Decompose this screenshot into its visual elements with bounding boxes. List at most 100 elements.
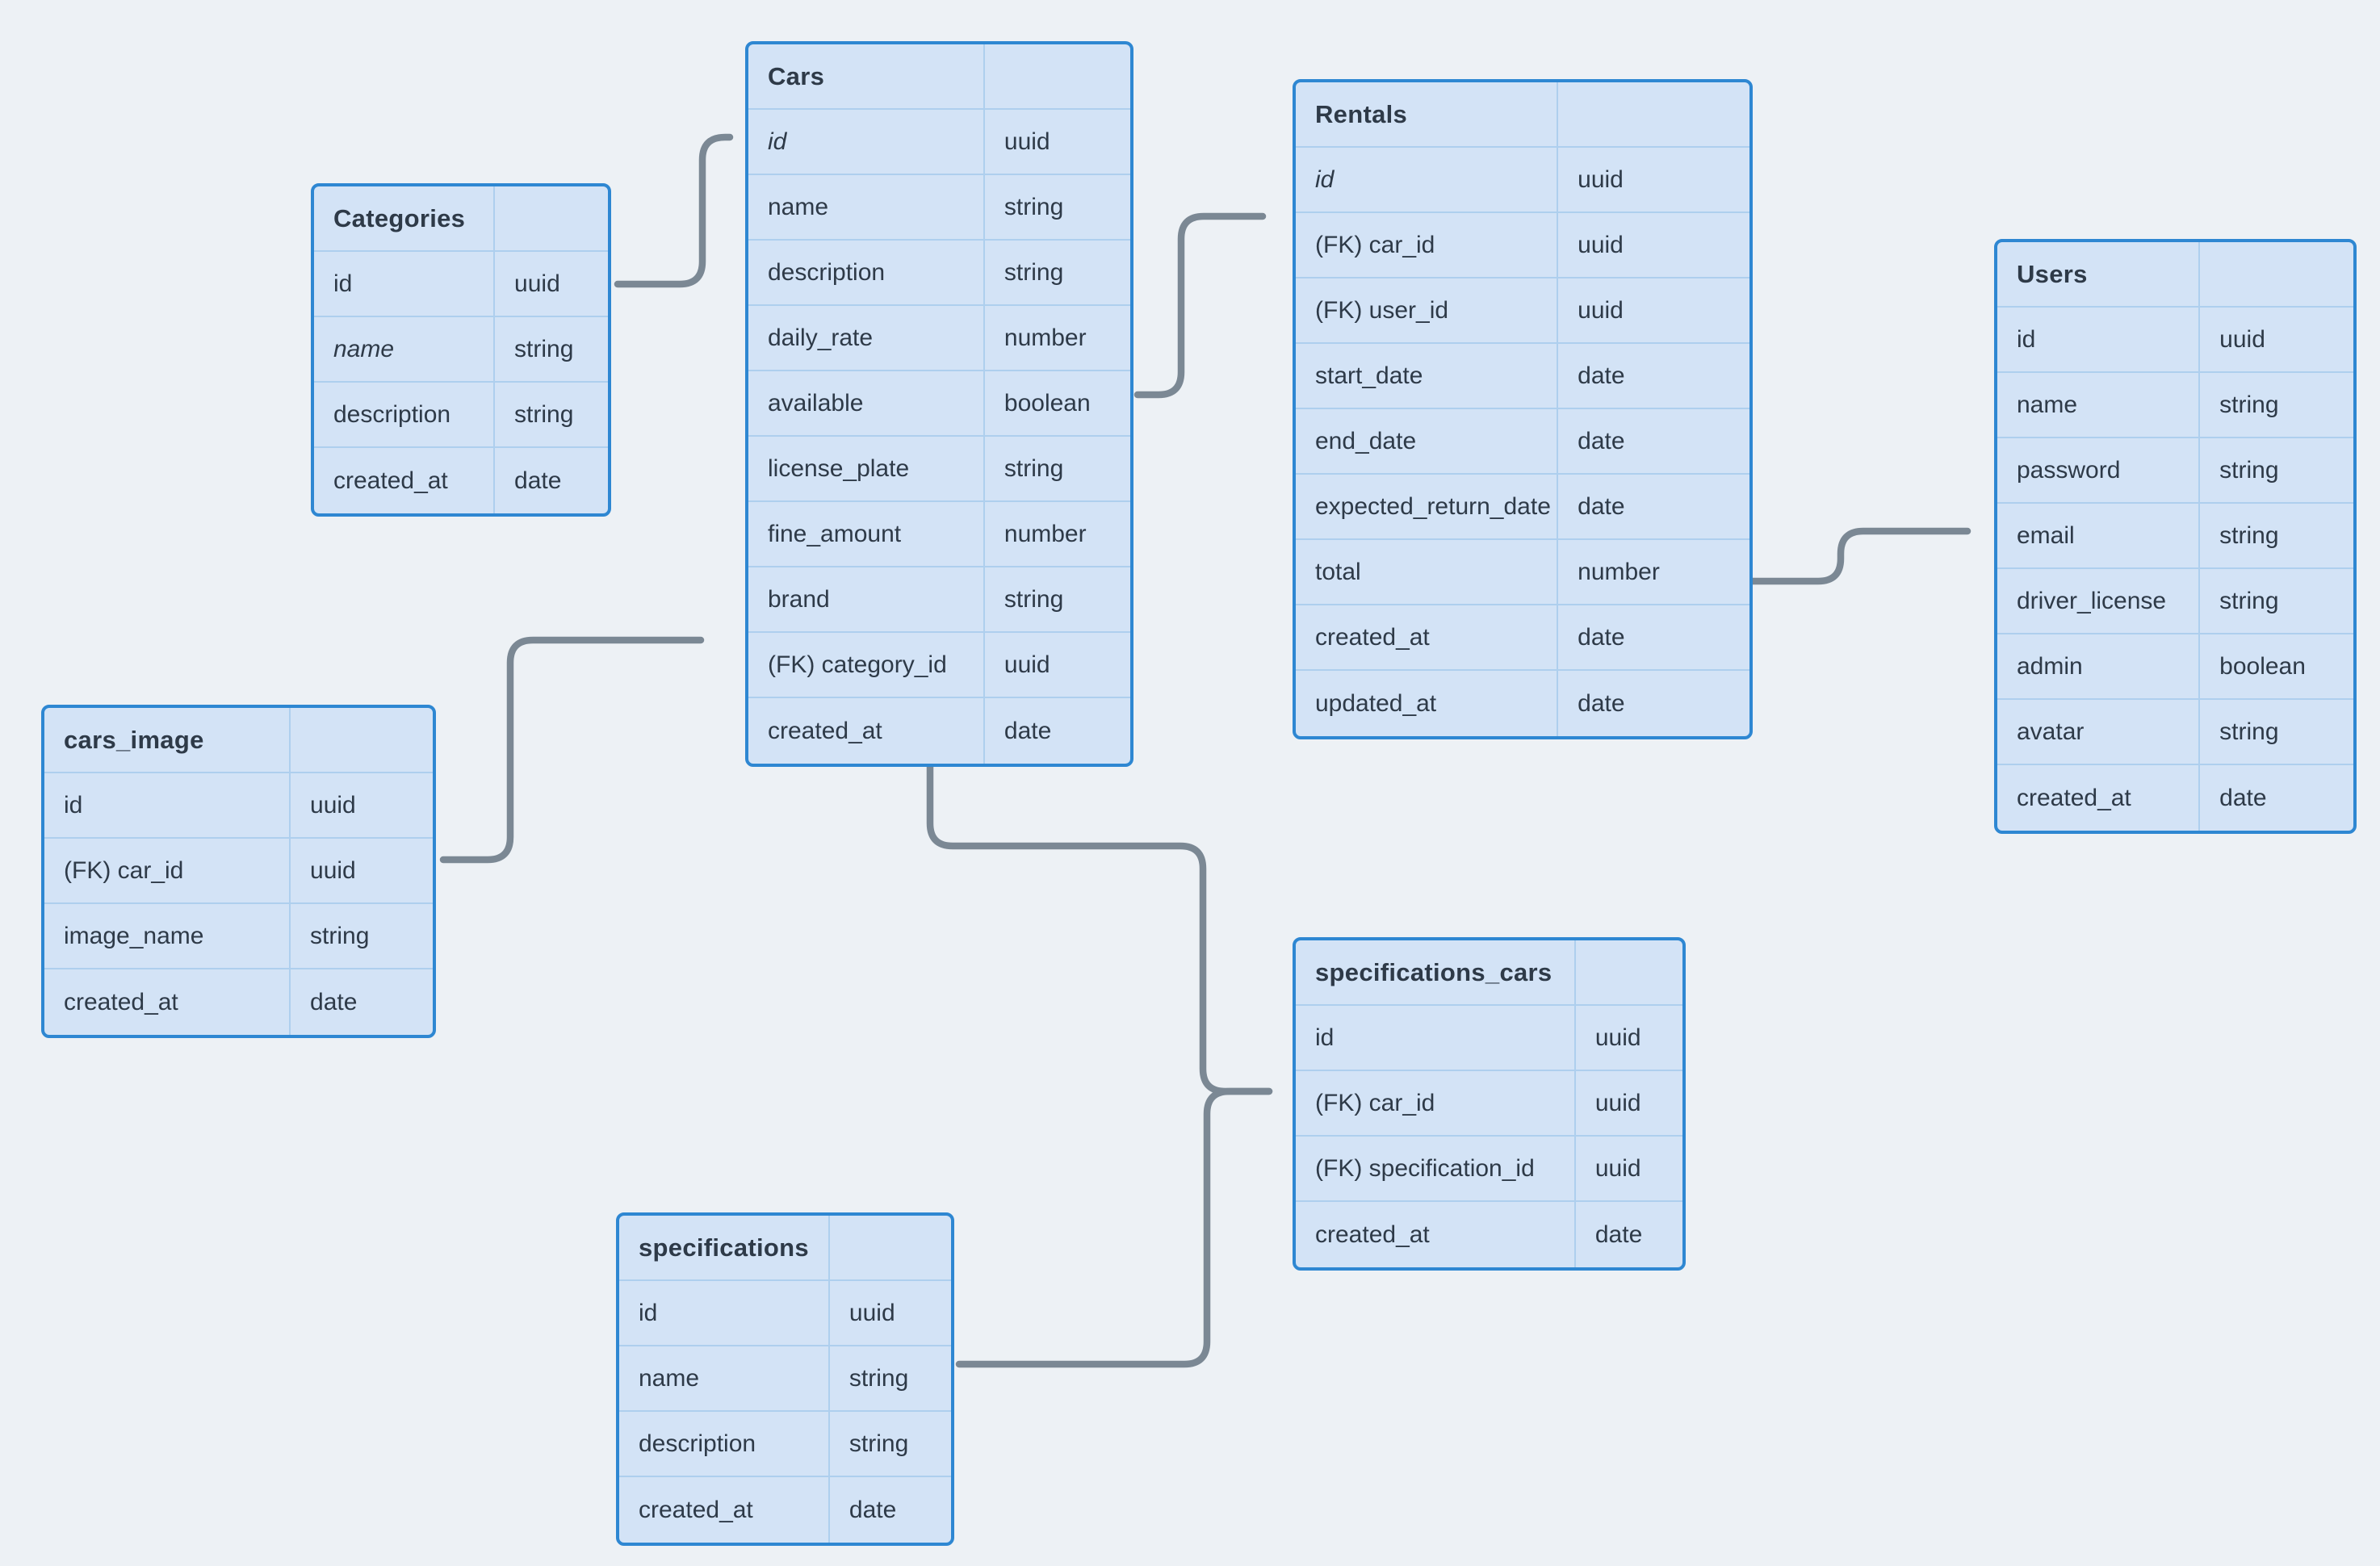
- field-row: id uuid: [1296, 1006, 1682, 1071]
- field-row: (FK) car_id uuid: [1296, 213, 1749, 278]
- field-name: created_at: [639, 1496, 753, 1523]
- table-header-type-cell: [2198, 242, 2353, 306]
- field-type: date: [1557, 671, 1749, 736]
- field-name: daily_rate: [768, 324, 874, 351]
- connector-specifications-specificationscars[interactable]: [955, 1087, 1273, 1368]
- field-row: start_date date: [1296, 344, 1749, 409]
- field-type: number: [1557, 540, 1749, 604]
- field-name: name: [333, 335, 395, 362]
- field-type: uuid: [1557, 213, 1749, 277]
- field-type: string: [983, 567, 1130, 631]
- connector-carsimage-cars[interactable]: [439, 636, 705, 864]
- field-name: available: [768, 389, 864, 417]
- field-name: email: [2017, 521, 2075, 549]
- field-type: uuid: [1573, 1071, 1682, 1135]
- field-name: image_name: [64, 922, 204, 949]
- field-type: number: [983, 306, 1130, 370]
- field-type: number: [983, 502, 1130, 566]
- field-type: uuid: [493, 252, 608, 316]
- field-name: (FK) specification_id: [1315, 1154, 1535, 1182]
- field-row: description string: [619, 1412, 951, 1477]
- table-title: cars_image: [64, 725, 204, 754]
- field-type: string: [493, 317, 608, 381]
- field-name: (FK) user_id: [1315, 296, 1449, 324]
- table-header-row: cars_image: [44, 708, 433, 773]
- field-name: created_at: [1315, 623, 1430, 651]
- table-title: Categories: [333, 203, 466, 232]
- field-row: total number: [1296, 540, 1749, 605]
- table-title: Cars: [768, 61, 825, 90]
- field-type: date: [1557, 409, 1749, 473]
- field-type: string: [828, 1346, 951, 1410]
- table-header-type-cell: [828, 1216, 951, 1279]
- field-name: description: [639, 1430, 756, 1457]
- field-row: id uuid: [1296, 148, 1749, 213]
- table-title: specifications_cars: [1315, 957, 1552, 986]
- field-name: total: [1315, 558, 1361, 585]
- field-type: string: [983, 241, 1130, 304]
- field-type: uuid: [289, 773, 433, 837]
- field-name: fine_amount: [768, 520, 902, 547]
- field-type: uuid: [1573, 1137, 1682, 1200]
- field-type: string: [2198, 504, 2353, 567]
- table-header-row: specifications_cars: [1296, 940, 1682, 1006]
- field-type: uuid: [1557, 148, 1749, 211]
- field-type: uuid: [983, 110, 1130, 174]
- field-type: string: [2198, 438, 2353, 502]
- field-type: date: [493, 448, 608, 513]
- connector-cars-specificationscars[interactable]: [926, 758, 1273, 1095]
- field-name: created_at: [333, 467, 448, 494]
- field-name: end_date: [1315, 427, 1417, 454]
- field-name: created_at: [1315, 1221, 1430, 1248]
- field-name: id: [2017, 325, 2036, 353]
- field-name: (FK) car_id: [1315, 231, 1435, 258]
- field-name: id: [1315, 165, 1335, 193]
- field-row: (FK) specification_id uuid: [1296, 1137, 1682, 1202]
- field-type: uuid: [2198, 308, 2353, 371]
- field-type: string: [828, 1412, 951, 1476]
- field-type: date: [1557, 344, 1749, 408]
- field-type: string: [493, 383, 608, 446]
- field-name: created_at: [2017, 784, 2131, 811]
- field-name: (FK) category_id: [768, 651, 947, 678]
- field-type: uuid: [828, 1281, 951, 1345]
- connector-cars-rentals[interactable]: [1133, 212, 1267, 399]
- field-name: driver_license: [2017, 587, 2167, 614]
- field-row: daily_rate number: [748, 306, 1130, 371]
- field-name: start_date: [1315, 362, 1423, 389]
- table-title: Rentals: [1315, 99, 1408, 128]
- field-type: uuid: [1573, 1006, 1682, 1070]
- field-type: string: [2198, 700, 2353, 764]
- field-name: brand: [768, 585, 830, 613]
- connector-categories-cars[interactable]: [614, 133, 734, 288]
- field-type: string: [983, 175, 1130, 239]
- field-name: id: [1315, 1024, 1335, 1051]
- field-row: created_at date: [314, 448, 608, 513]
- field-row: end_date date: [1296, 409, 1749, 475]
- field-name: description: [333, 400, 451, 428]
- field-name: avatar: [2017, 718, 2085, 745]
- field-name: id: [768, 128, 787, 155]
- field-name: name: [2017, 391, 2078, 418]
- connector-rentals-users[interactable]: [1745, 527, 1971, 585]
